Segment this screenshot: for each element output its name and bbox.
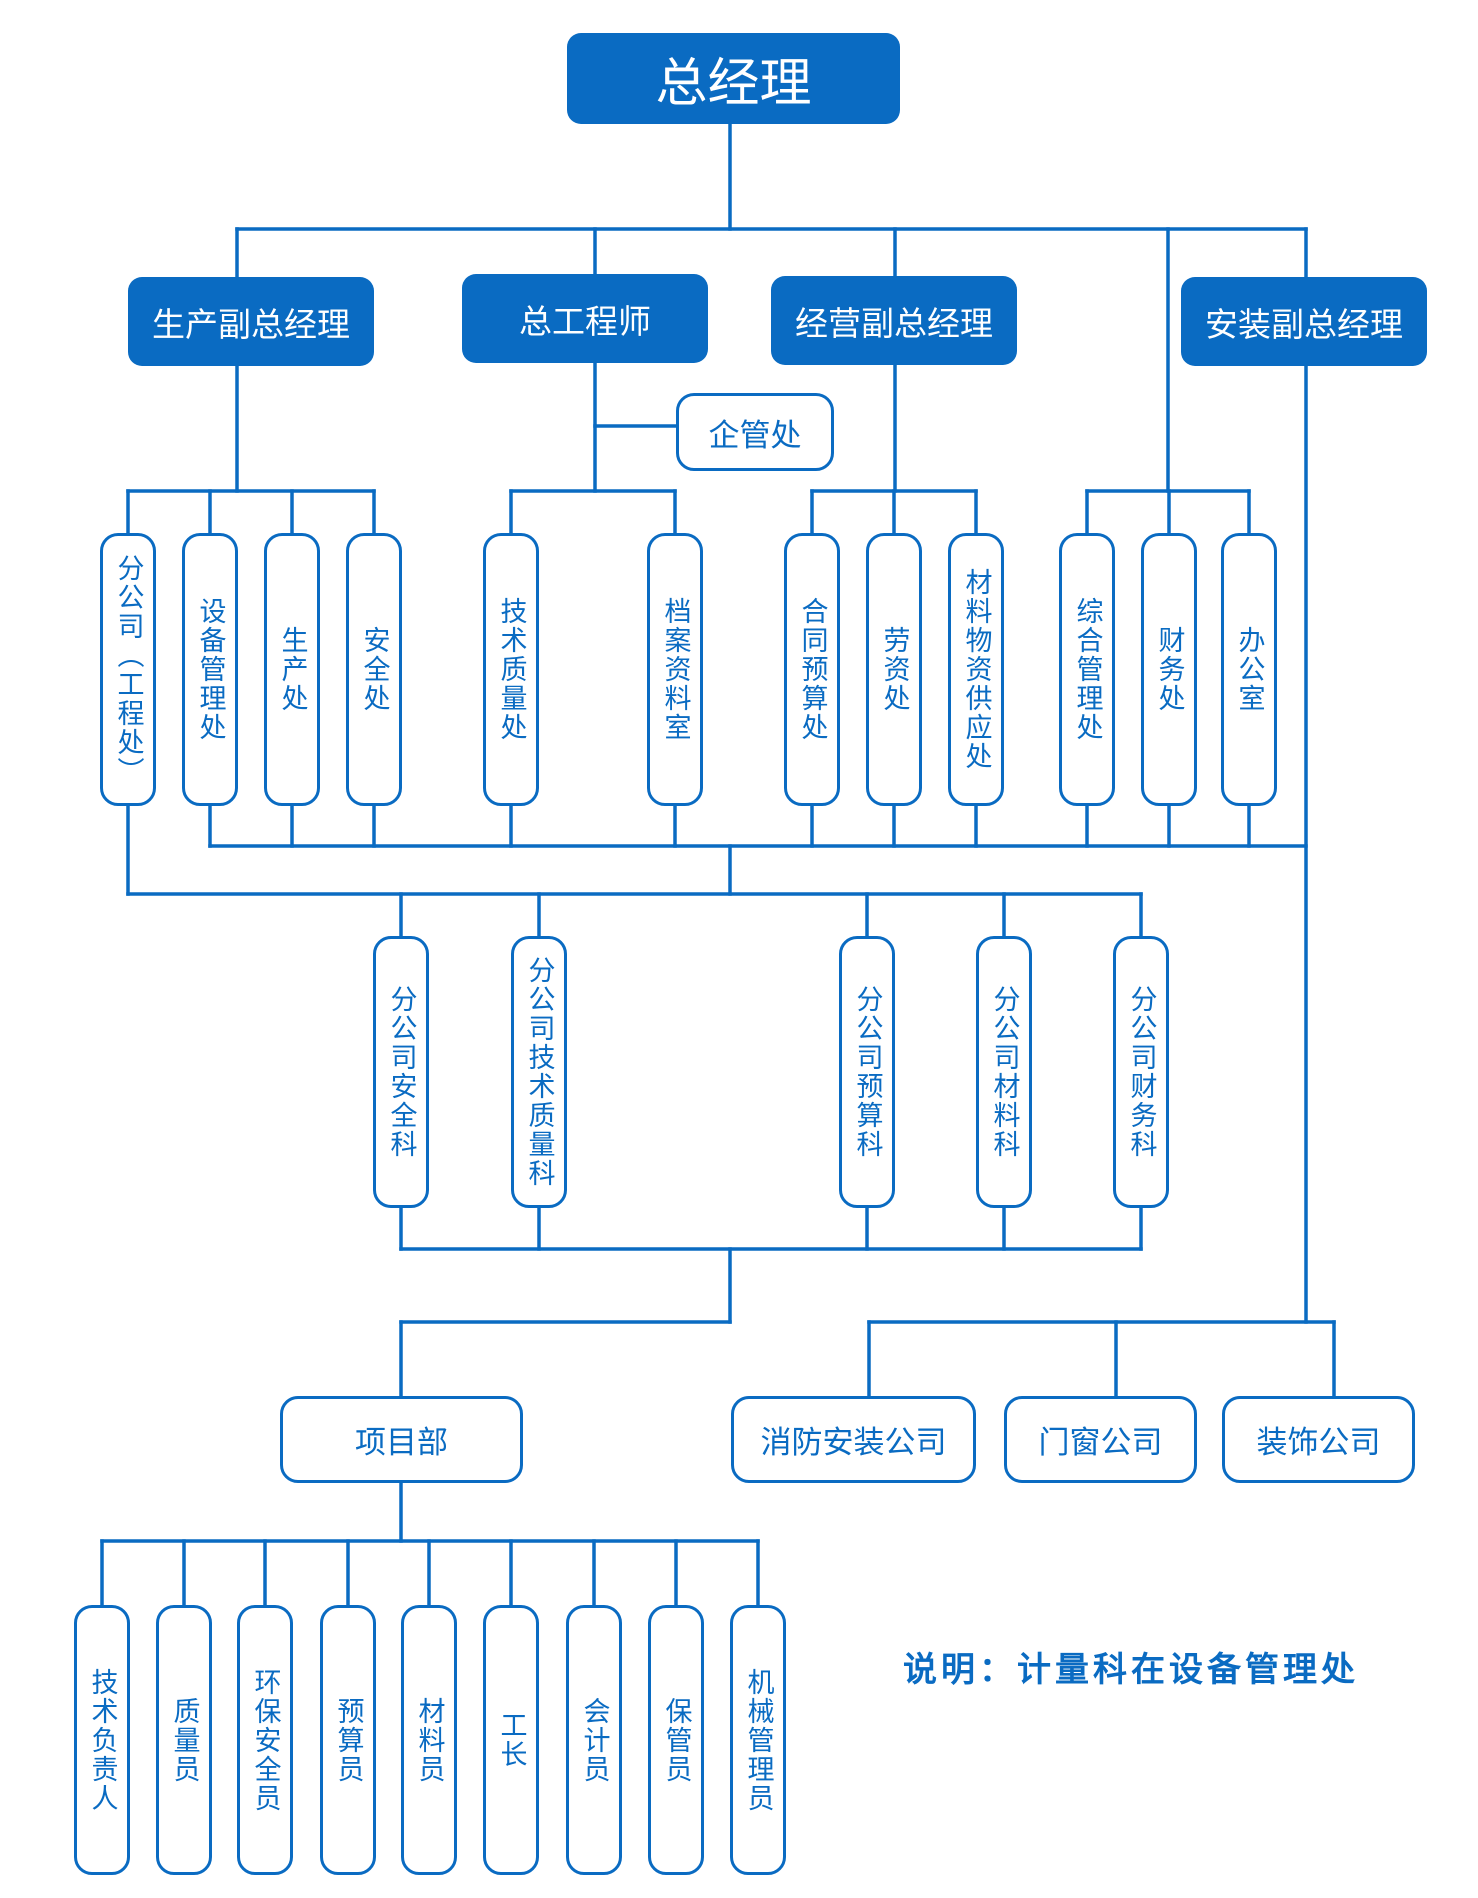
branch-section-label: 分公司财务科	[1125, 985, 1157, 1159]
department-label: 生产处	[276, 626, 308, 713]
subsidiary-box: 消防安装公司	[731, 1396, 976, 1483]
department-box: 材料物资供应处	[948, 533, 1004, 806]
chief-engineer-box: 总工程师	[462, 274, 708, 363]
project-role-label: 工长	[495, 1711, 527, 1769]
project-role-box: 预算员	[320, 1605, 376, 1875]
subsidiary-box: 装饰公司	[1222, 1396, 1415, 1483]
department-label: 办公室	[1233, 626, 1265, 713]
project-role-label: 环保安全员	[249, 1667, 281, 1813]
subsidiary-label: 装饰公司	[1256, 1425, 1381, 1461]
operations-vp-label: 经营副总经理	[795, 303, 993, 343]
department-box: 设备管理处	[182, 533, 238, 806]
project-role-label: 保管员	[660, 1696, 692, 1784]
operations-vp-box: 经营副总经理	[771, 276, 1017, 365]
department-label: 材料物资供应处	[960, 568, 992, 771]
project-role-label: 技术负责人	[86, 1667, 118, 1813]
project-role-label: 会计员	[578, 1696, 610, 1784]
department-box: 办公室	[1221, 533, 1277, 806]
chief-engineer-label: 总工程师	[519, 301, 651, 341]
branch-section-box: 分公司技术质量科	[511, 936, 567, 1208]
project-role-box: 会计员	[566, 1605, 622, 1875]
general-manager-label: 总经理	[655, 54, 812, 114]
project-role-label: 质量员	[168, 1696, 200, 1784]
branch-section-box: 分公司安全科	[373, 936, 429, 1208]
production-vp-box: 生产副总经理	[128, 277, 374, 366]
department-label: 安全处	[358, 626, 390, 713]
project-role-label: 机械管理员	[742, 1667, 774, 1813]
project-role-box: 保管员	[648, 1605, 704, 1875]
department-box: 合同预算处	[784, 533, 840, 806]
project-role-label: 预算员	[332, 1696, 364, 1784]
branch-section-box: 分公司预算科	[839, 936, 895, 1208]
branch-section-label: 分公司材料科	[988, 985, 1020, 1159]
department-label: 综合管理处	[1071, 597, 1103, 742]
enterprise-management-office-box: 企管处	[676, 393, 834, 471]
general-manager-box: 总经理	[567, 33, 900, 124]
project-role-box: 工长	[483, 1605, 539, 1875]
department-box: 综合管理处	[1059, 533, 1115, 806]
branch-section-label: 分公司技术质量科	[523, 956, 555, 1188]
department-label: 合同预算处	[796, 597, 828, 742]
department-label: 技术质量处	[495, 597, 527, 742]
branch-section-box: 分公司材料科	[976, 936, 1032, 1208]
project-department-box: 项目部	[280, 1396, 523, 1483]
project-department-label: 项目部	[355, 1425, 448, 1461]
project-role-box: 环保安全员	[237, 1605, 293, 1875]
department-label: 设备管理处	[194, 597, 226, 742]
project-role-box: 质量员	[156, 1605, 212, 1875]
department-box: 劳资处	[866, 533, 922, 806]
department-label: 分公司（工程处）	[112, 553, 144, 786]
department-label: 劳资处	[878, 626, 910, 713]
branch-section-box: 分公司财务科	[1113, 936, 1169, 1208]
department-box: 分公司（工程处）	[100, 533, 156, 806]
branch-section-label: 分公司预算科	[851, 985, 883, 1159]
department-box: 技术质量处	[483, 533, 539, 806]
project-role-label: 材料员	[413, 1696, 445, 1784]
branch-section-label: 分公司安全科	[385, 985, 417, 1159]
enterprise-management-office-label: 企管处	[708, 417, 802, 454]
department-box: 安全处	[346, 533, 402, 806]
department-box: 财务处	[1141, 533, 1197, 806]
installation-vp-label: 安装副总经理	[1205, 304, 1403, 344]
installation-vp-box: 安装副总经理	[1181, 277, 1427, 366]
subsidiary-label: 门窗公司	[1038, 1425, 1163, 1461]
department-label: 财务处	[1153, 626, 1185, 713]
subsidiary-label: 消防安装公司	[760, 1425, 947, 1461]
subsidiary-box: 门窗公司	[1004, 1396, 1197, 1483]
department-box: 生产处	[264, 533, 320, 806]
footnote: 说明：计量科在设备管理处	[903, 1650, 1359, 1690]
department-label: 档案资料室	[659, 597, 691, 742]
department-box: 档案资料室	[647, 533, 703, 806]
project-role-box: 材料员	[401, 1605, 457, 1875]
project-role-box: 技术负责人	[74, 1605, 130, 1875]
project-role-box: 机械管理员	[730, 1605, 786, 1875]
production-vp-label: 生产副总经理	[152, 304, 350, 344]
